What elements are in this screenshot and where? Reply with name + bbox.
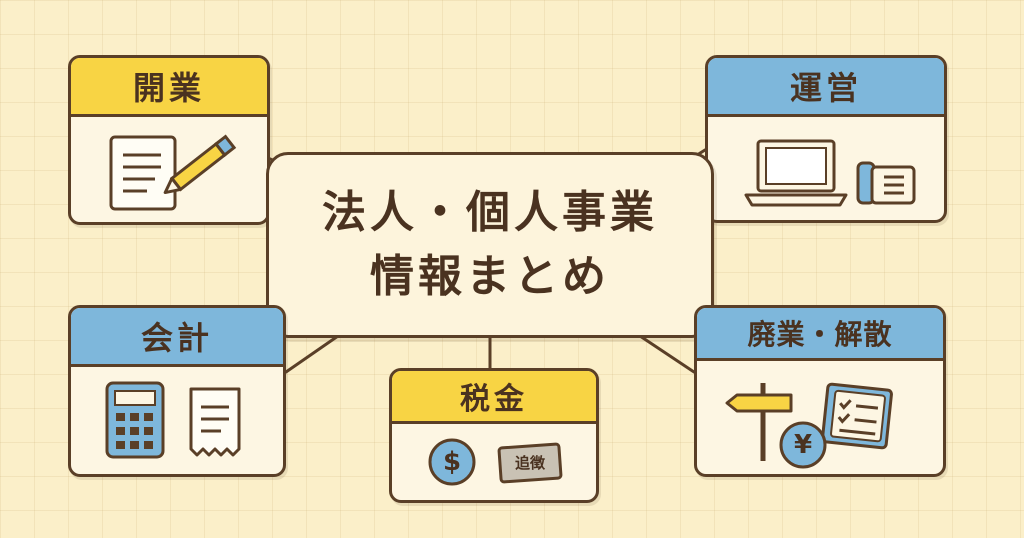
central-title-box: 法人・個人事業 情報まとめ: [266, 152, 714, 338]
laptop-phone-icon: [744, 139, 916, 207]
yen-symbol: ¥: [793, 430, 813, 460]
signpost-checklist-icon: [725, 382, 893, 469]
title-line-1: 法人・個人事業: [322, 187, 658, 238]
node-haigyo-label: 廃業・解散: [697, 308, 943, 361]
calculator-receipt-icon: [105, 381, 241, 459]
coin-badge-icon: [428, 438, 563, 486]
node-unei: 運営: [705, 55, 947, 223]
node-haigyo: 廃業・解散 ¥: [694, 305, 946, 477]
node-kaigyo-label: 開業: [71, 58, 267, 117]
node-unei-label: 運営: [708, 58, 944, 117]
connector-kaikei: [284, 334, 340, 374]
connector-haigyo: [638, 334, 696, 374]
tsuichou-stamp: 追徴: [514, 454, 545, 472]
node-kaigyo: 開業: [68, 55, 270, 225]
node-kaikei-label: 会計: [71, 308, 283, 367]
title-line-2: 情報まとめ: [370, 251, 610, 302]
node-kaikei: 会計: [68, 305, 286, 477]
node-zeikin-label: 税金: [392, 371, 596, 424]
node-zeikin: 税金 $ 追徴: [389, 368, 599, 503]
document-pencil-icon: [109, 134, 237, 211]
dollar-symbol: $: [442, 447, 462, 477]
